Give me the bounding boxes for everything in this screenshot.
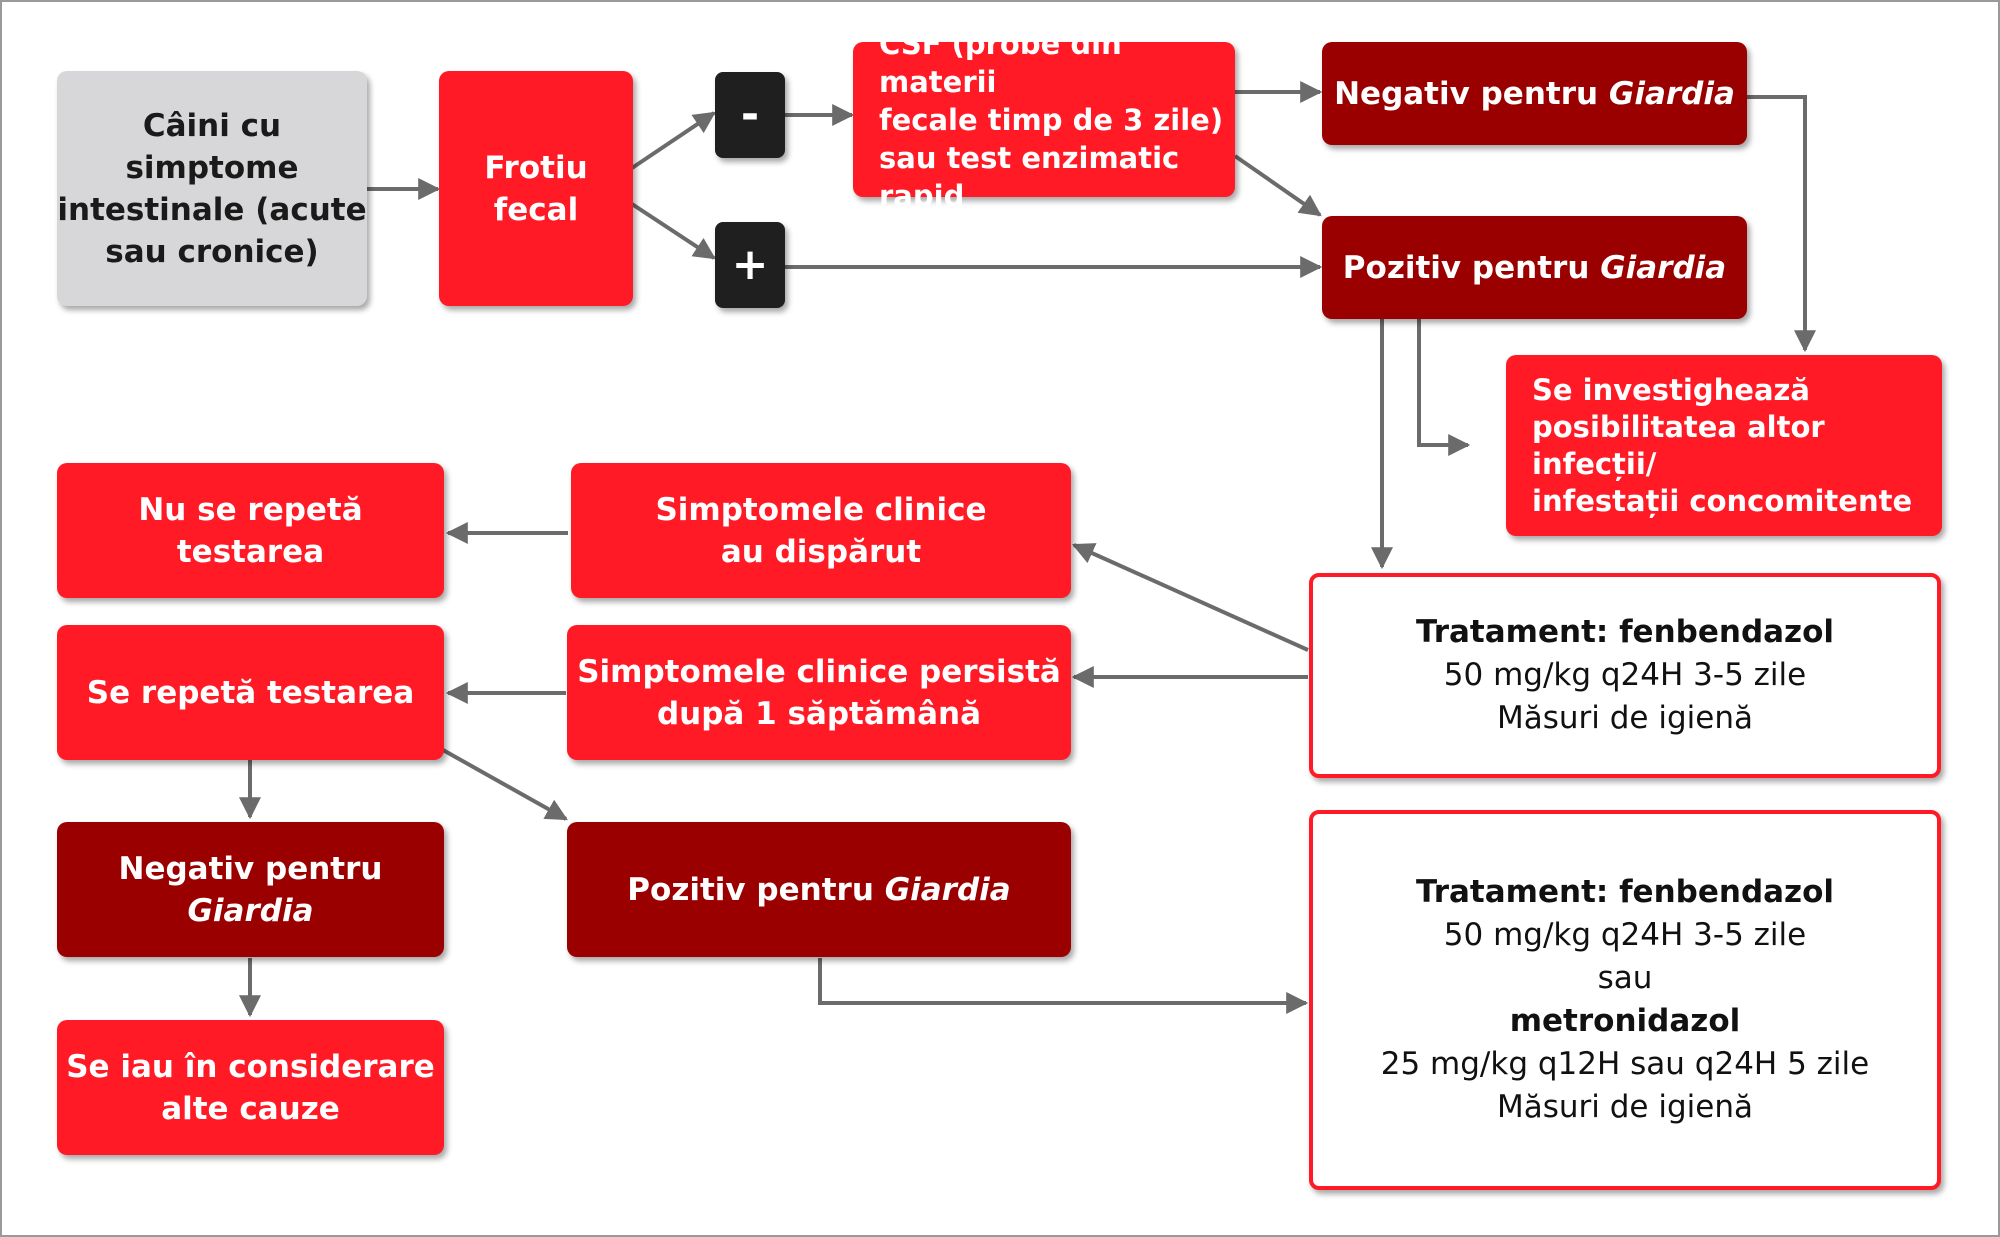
node-negative-giardia-top: Negativ pentru Giardia — [1322, 42, 1747, 145]
node-consider-other-causes: Se iau în considerare alte cauze — [57, 1020, 444, 1155]
node-text-line: simptome — [125, 149, 299, 186]
dosage-line: 25 mg/kg q12H sau q24H 5 zile — [1380, 1046, 1870, 1082]
node-text-line: Simptomele clinice — [655, 491, 987, 528]
node-no-repeat-testing: Nu se repetă testarea — [57, 463, 444, 598]
giardia-label: Giardia — [884, 871, 1011, 908]
node-dogs-symptoms: Câini cu simptome intestinale (acute sau… — [57, 71, 367, 306]
dosage-line: 50 mg/kg q24H 3-5 zile — [1443, 657, 1807, 693]
hygiene-line: Măsuri de igienă — [1497, 1089, 1753, 1125]
arrow-csf-to-pos-top — [1233, 154, 1322, 217]
node-text-line: Frotiu — [484, 149, 588, 186]
arrow-pos-top-to-investigate — [1417, 318, 1471, 456]
node-text-line: intestinale (acute — [57, 191, 367, 228]
giardia-label: Giardia — [187, 892, 314, 929]
node-minus-result: - — [715, 72, 785, 158]
node-text-line: Câini cu — [142, 107, 282, 144]
node-investigate-coinfections: Se investighează posibilitatea altor inf… — [1506, 355, 1942, 536]
or-line: sau — [1597, 960, 1653, 996]
node-text-line: Negativ pentru Giardia — [1334, 73, 1735, 115]
node-csf-test: CSF (probe din materii fecale timp de 3 … — [853, 27, 1235, 213]
node-text-line: Se iau în considerare — [66, 1048, 435, 1085]
node-text-line: fecale timp de 3 zile) — [879, 102, 1224, 137]
arrow-treatment1-to-symptoms-gone — [1071, 543, 1309, 652]
treatment-heading: Tratament: fenbendazol — [1415, 874, 1835, 910]
node-text-line: CSF (probe din materii — [879, 26, 1122, 99]
node-text-line: sau cronice) — [105, 233, 319, 270]
node-fecal-smear: Frotiu fecal — [439, 71, 633, 306]
node-text-line: infestații concomitente — [1532, 483, 1913, 518]
node-text-line: după 1 săptămână — [656, 695, 982, 732]
hygiene-line: Măsuri de igienă — [1497, 700, 1753, 736]
positive-label: Pozitiv pentru — [627, 871, 885, 908]
dosage-line: 50 mg/kg q24H 3-5 zile — [1443, 917, 1807, 953]
node-repeat-testing: Se repetă testarea — [57, 625, 444, 760]
giardia-label: Giardia — [1608, 75, 1735, 112]
node-treatment-fenbendazol: Tratament: fenbendazol 50 mg/kg q24H 3-5… — [1309, 573, 1941, 778]
arrow-neg-top-to-investigate — [1747, 95, 1816, 353]
node-text-line: posibilitatea altor infecții/ — [1532, 409, 1825, 481]
node-text-line: testarea — [176, 533, 325, 570]
plus-symbol: + — [731, 239, 769, 290]
arrow-repeat-to-pos-bottom — [442, 748, 568, 821]
node-plus-result: + — [715, 222, 785, 308]
node-text-line: Pozitiv pentru Giardia — [1343, 247, 1726, 289]
node-positive-giardia-bottom: Pozitiv pentru Giardia — [567, 822, 1071, 957]
node-treatment-fenbendazol-or-metronidazol: Tratament: fenbendazol 50 mg/kg q24H 3-5… — [1309, 810, 1941, 1190]
arrow-smear-to-plus — [630, 202, 716, 260]
drug-name: metronidazol — [1509, 1003, 1741, 1039]
node-negative-giardia-bottom: Negativ pentru Giardia — [57, 822, 444, 957]
node-positive-giardia-top: Pozitiv pentru Giardia — [1322, 216, 1747, 319]
node-text-line: Simptomele clinice persistă — [577, 653, 1061, 690]
node-text-line: Nu se repetă — [138, 491, 363, 528]
negative-label: Negativ pentru — [1334, 75, 1609, 112]
treatment-heading: Tratament: fenbendazol — [1415, 614, 1835, 650]
node-text-line: Se investighează — [1532, 372, 1810, 407]
node-symptoms-disappeared: Simptomele clinice au dispărut — [571, 463, 1071, 598]
arrow-smear-to-minus — [630, 111, 716, 170]
arrow-pos-bottom-to-treatment2 — [818, 958, 1309, 1014]
node-text-line: sau test enzimatic rapid — [879, 140, 1180, 213]
node-text-line: Se repetă testarea — [86, 674, 415, 711]
node-text-line: au dispărut — [720, 533, 922, 570]
minus-symbol: - — [740, 89, 760, 140]
node-text-line: Pozitiv pentru Giardia — [627, 869, 1010, 911]
node-symptoms-persist: Simptomele clinice persistă după 1 săptă… — [567, 625, 1071, 760]
node-text-line: alte cauze — [161, 1090, 340, 1127]
giardia-label: Giardia — [1600, 249, 1727, 286]
node-text-line: fecal — [493, 191, 579, 228]
positive-label: Pozitiv pentru — [1342, 249, 1601, 286]
negative-label: Negativ pentru — [118, 850, 383, 887]
